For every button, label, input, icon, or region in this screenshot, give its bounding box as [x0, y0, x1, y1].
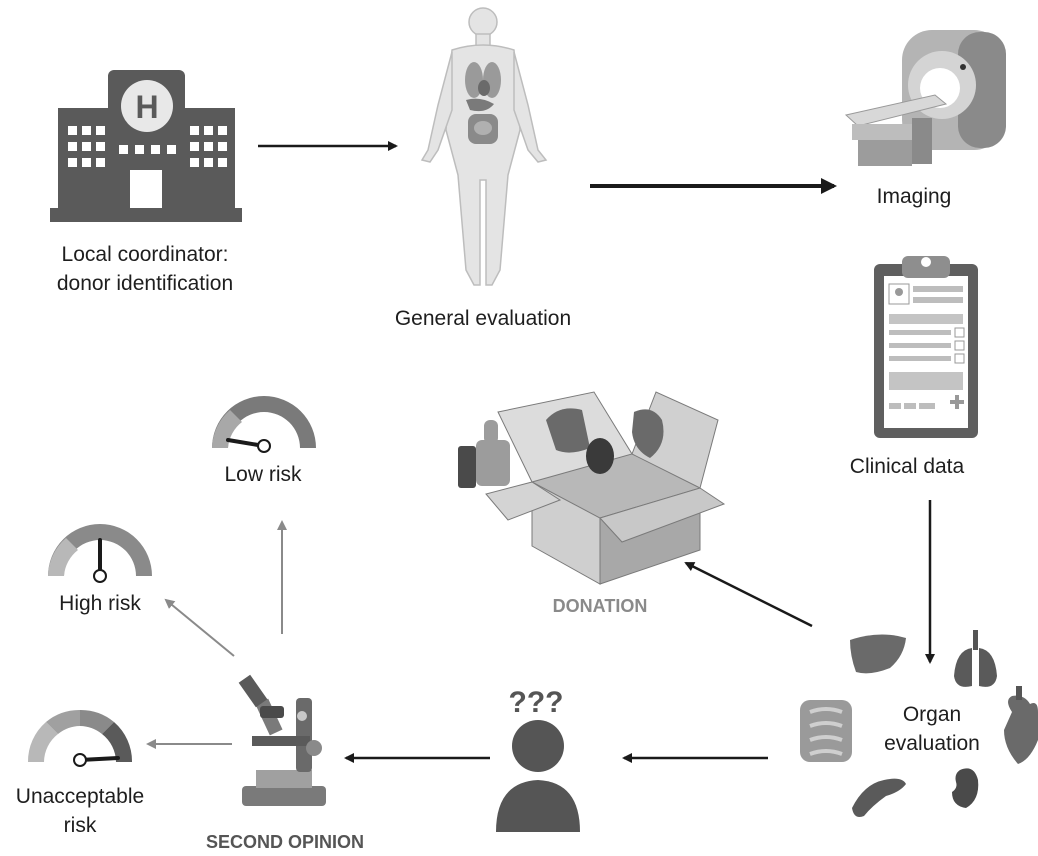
clinical-data-label: Clinical data	[850, 455, 965, 478]
hospital-label-line2: donor identification	[57, 272, 233, 295]
mri-scanner-icon	[844, 30, 1006, 166]
human-body-icon	[420, 7, 548, 286]
low-risk-label: Low risk	[224, 463, 302, 486]
liver-icon	[850, 634, 906, 674]
donation-label: DONATION	[553, 596, 648, 616]
intestine-icon	[800, 700, 852, 762]
hospital-label-line1: Local coordinator:	[62, 243, 229, 266]
internal-organs-icon	[465, 62, 501, 144]
hospital-icon: H	[50, 70, 242, 222]
pancreas-icon	[852, 778, 906, 817]
microscope-icon	[238, 674, 326, 806]
question-marks: ???	[509, 686, 564, 719]
imaging-label: Imaging	[877, 185, 952, 208]
arrow-organ-to-donation	[684, 561, 813, 628]
second-opinion-label: SECOND OPINION	[206, 832, 364, 852]
high-risk-label: High risk	[59, 592, 141, 615]
gauge-low-icon	[212, 396, 316, 453]
unacceptable-risk-label-line2: risk	[64, 814, 97, 837]
organ-evaluation-label-line2: evaluation	[884, 732, 980, 755]
organ-evaluation-label-line1: Organ	[903, 703, 961, 726]
kidney-icon	[952, 768, 979, 808]
heart-icon	[1004, 686, 1038, 764]
gauge-high-icon	[48, 524, 152, 583]
arrow-microscope-to-high-risk	[164, 598, 235, 657]
lungs-icon	[954, 630, 997, 687]
organ-box-icon	[458, 391, 726, 585]
unacceptable-risk-label-line1: Unacceptable	[16, 785, 144, 808]
general-evaluation-label: General evaluation	[395, 307, 571, 330]
clipboard-icon	[874, 256, 978, 438]
svg-text:H: H	[135, 89, 158, 125]
person-question-icon	[496, 720, 580, 832]
gauge-unacceptable-icon	[27, 709, 133, 767]
